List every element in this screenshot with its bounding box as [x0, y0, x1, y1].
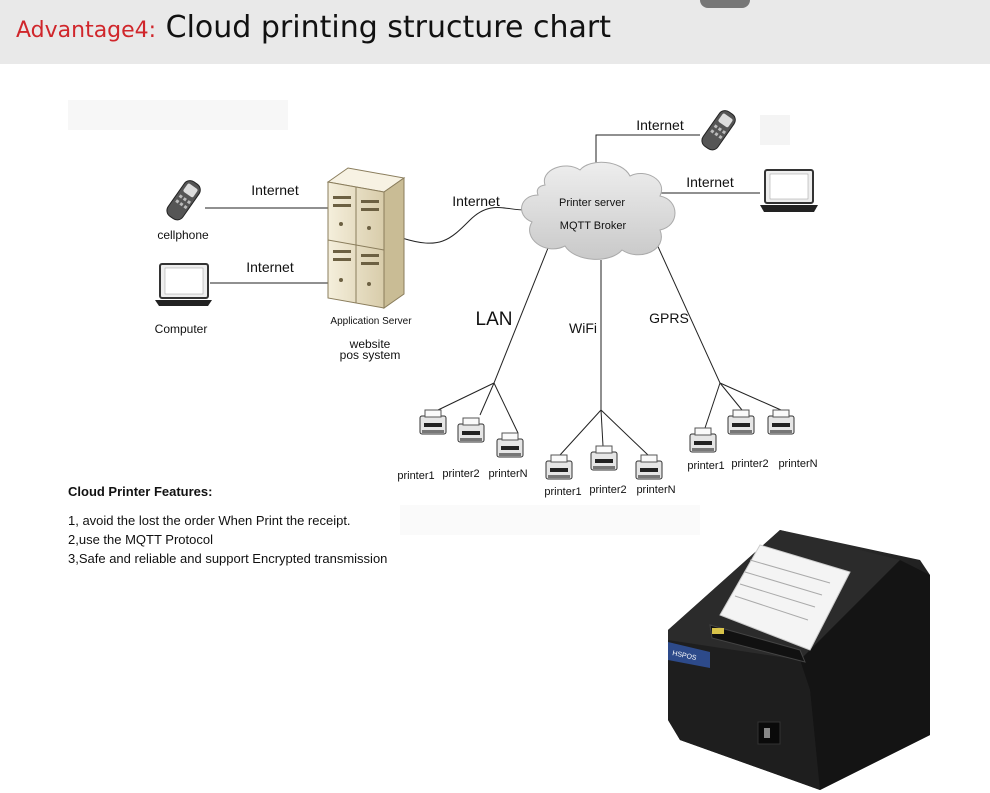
wifi-printer-label: printer1: [544, 486, 581, 498]
internet-label-right: Internet: [686, 174, 734, 190]
thermal-printer-photo: HSPOS: [668, 530, 930, 790]
wifi-label: WiFi: [569, 320, 597, 336]
cellphone-icon: [166, 180, 201, 221]
connection-lines: [205, 134, 782, 456]
gprs-printer-label: printerN: [778, 458, 817, 470]
server-sublabel-2: pos system: [340, 348, 401, 362]
features-section: Cloud Printer Features: 1, avoid the los…: [68, 484, 428, 570]
decorative-tab: [700, 0, 750, 8]
printer-icon: [419, 409, 447, 435]
line-server-cloud: [401, 207, 526, 244]
gprs-printer-label: printer2: [731, 458, 768, 470]
line-lan: [493, 247, 549, 384]
gprs-printer-label: printer1: [687, 460, 724, 472]
feature-item: 1, avoid the lost the order When Print t…: [68, 513, 351, 528]
feature-item: 3,Safe and reliable and support Encrypte…: [68, 551, 388, 566]
lan-printer-label: printerN: [488, 468, 527, 480]
wifi-printer-label: printer2: [589, 484, 626, 496]
printer-icon: [727, 409, 755, 435]
features-title: Cloud Printer Features:: [68, 484, 213, 499]
internet-label-server-cloud: Internet: [452, 193, 500, 209]
feature-item: 2,use the MQTT Protocol: [68, 532, 213, 547]
printer-icon: [767, 409, 795, 435]
internet-label-cellphone: Internet: [251, 182, 299, 198]
printer-icon: [689, 427, 717, 453]
computer-label: Computer: [155, 322, 208, 336]
header-bar: Advantage4: Cloud printing structure cha…: [0, 0, 990, 64]
laptop-icon: [760, 169, 818, 212]
cloud-server: Printer server MQTT Broker: [521, 161, 676, 260]
printer-icon: [496, 432, 524, 458]
wifi-printer-label: printerN: [636, 484, 675, 496]
line-gprs: [654, 239, 721, 384]
printer-icon: [545, 454, 573, 480]
printer-icon: [457, 417, 485, 443]
title-prefix: Advantage4:: [16, 18, 157, 43]
cellphone-label: cellphone: [157, 228, 209, 242]
internet-label-top: Internet: [636, 117, 684, 133]
application-server-icon: [326, 167, 406, 309]
faded-area: [760, 115, 790, 145]
lan-printer-label: printer1: [397, 470, 434, 482]
faded-area: [68, 100, 288, 130]
title-main: Cloud printing structure chart: [165, 10, 611, 45]
lan-printer-label: printer2: [442, 468, 479, 480]
cloud-label-1: Printer server: [559, 197, 625, 209]
server-label: Application Server: [330, 316, 412, 327]
cloud-label-2: MQTT Broker: [560, 220, 627, 232]
printer-group: [419, 409, 795, 480]
printer-icon: [635, 454, 663, 480]
page-title: Advantage4: Cloud printing structure cha…: [16, 10, 611, 45]
gprs-label: GPRS: [649, 310, 689, 326]
faded-area: [400, 505, 700, 535]
cellphone-icon: [701, 110, 736, 151]
printer-icon: [590, 445, 618, 471]
cloud-printing-diagram: Printer server MQTT Broker Application S…: [155, 110, 930, 790]
laptop-icon: [155, 263, 212, 306]
lan-label: LAN: [476, 309, 513, 330]
internet-label-computer: Internet: [246, 259, 294, 275]
server-sublabel-1: website: [349, 337, 391, 351]
line-cloud-cellphone: [595, 134, 700, 165]
